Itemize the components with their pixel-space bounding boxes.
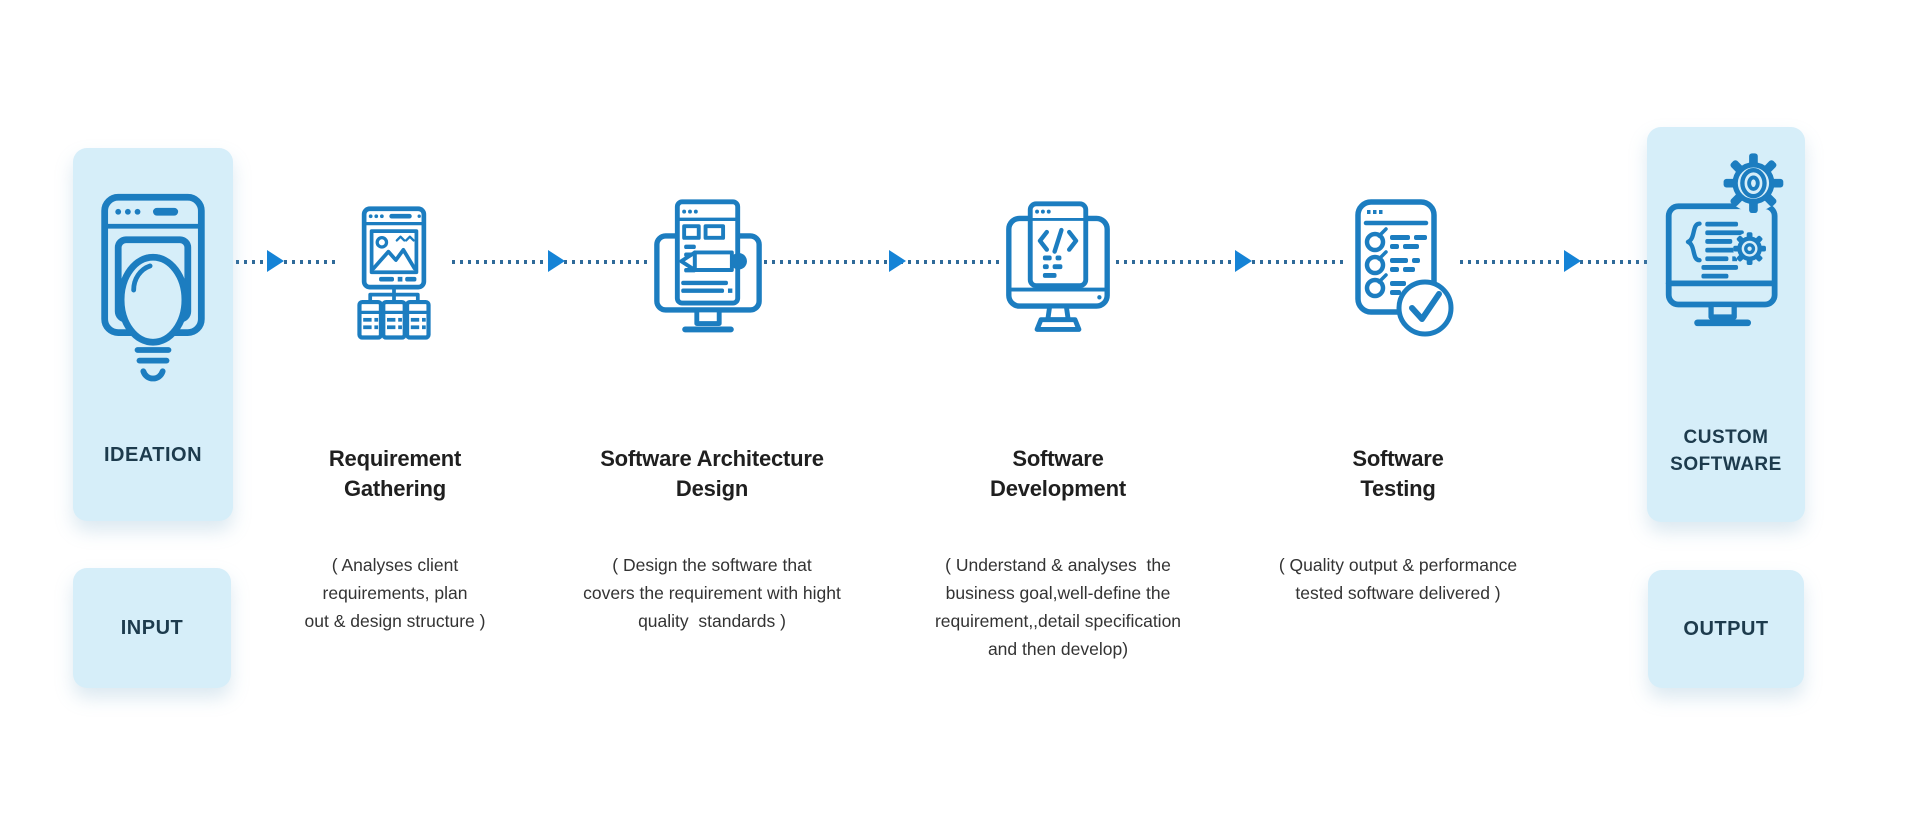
stage-title-software-architecture-design: Software Architecture Design [600, 446, 824, 501]
custom-software-label: CUSTOM SOFTWARE [1670, 427, 1782, 475]
stage-title-requirement-gathering: Requirement Gathering [328, 446, 462, 501]
document-pencil-monitor-icon [652, 186, 764, 354]
flow-arrow-icon [889, 250, 906, 272]
flow-arrow-icon [1235, 250, 1252, 272]
flow-arrow-icon [548, 250, 565, 272]
input-card: INPUT [73, 568, 231, 688]
custom-software-card: CUSTOM SOFTWARE [1647, 127, 1805, 522]
stage-title-software-development: Software Development [990, 446, 1126, 501]
stage-description-software-testing: ( Quality output & performance tested so… [1278, 555, 1518, 603]
ideation-label: IDEATION [103, 444, 203, 466]
flow-arrow-icon [1564, 250, 1581, 272]
ideation-card: IDEATION [73, 148, 233, 521]
stage-description-software-development: ( Understand & analyses the business goa… [934, 555, 1182, 659]
gears-code-monitor-icon [1661, 133, 1791, 347]
code-monitor-icon [1002, 190, 1114, 354]
stage-description-requirement-gathering: ( Analyses client requirements, plan out… [304, 555, 486, 631]
checklist-checkmark-icon [1346, 190, 1458, 348]
flow-arrow-icon [267, 250, 284, 272]
input-label: INPUT [120, 616, 184, 639]
stage-title-software-testing: Software Testing [1352, 446, 1444, 501]
flow-dotted-line [228, 260, 1647, 264]
sitemap-browser-icon [338, 186, 450, 364]
output-label: OUTPUT [1683, 617, 1769, 640]
output-card: OUTPUT [1648, 570, 1804, 688]
stage-description-software-architecture-design: ( Design the software that covers the re… [583, 555, 841, 631]
lightbulb-browser-icon [95, 184, 211, 400]
